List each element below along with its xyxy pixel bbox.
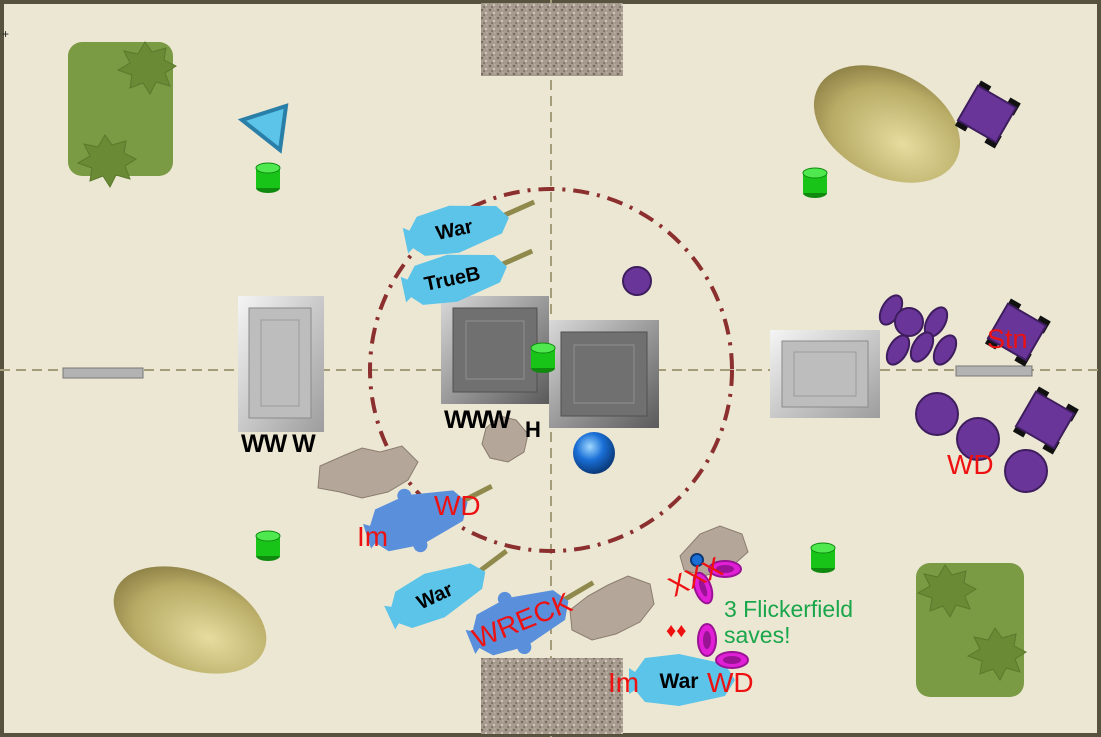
stn-marker: Stn	[987, 324, 1028, 354]
wound-marker-center: WWW	[444, 406, 511, 434]
wall-left	[62, 367, 144, 379]
building-right	[770, 330, 880, 418]
enemy-vehicle-3[interactable]	[1012, 386, 1079, 455]
annotation-line-2: saves!	[724, 622, 790, 648]
objective-marker-1	[255, 162, 281, 193]
tank-war-2[interactable]: War	[379, 538, 521, 638]
enemy-infantry-squad[interactable]	[622, 266, 1048, 493]
wrecked-tank-1[interactable]	[357, 463, 505, 567]
rubble-zone-top	[481, 3, 623, 76]
wd-marker-right: WD	[947, 449, 994, 480]
forest-top-left	[68, 41, 178, 189]
crosshair-mark: +	[2, 27, 9, 41]
tank-war-1[interactable]: War	[400, 188, 541, 263]
enemy-vehicle-2[interactable]	[984, 298, 1051, 367]
objective-marker-5	[810, 542, 836, 573]
building-center-left	[441, 296, 549, 404]
crater-3	[569, 575, 655, 641]
objective-marker-4	[255, 530, 281, 561]
hill-top-right	[813, 65, 961, 183]
orb-token-icon[interactable]	[573, 432, 615, 474]
tank-trueb[interactable]: TrueB	[398, 237, 539, 312]
objective-ring	[368, 187, 734, 553]
crater-2	[481, 415, 529, 463]
building-center-right	[549, 320, 659, 428]
tank-war-3[interactable]: War	[629, 654, 735, 706]
tank-label: War	[660, 670, 699, 693]
flickerfield-markers	[690, 553, 749, 669]
building-left	[238, 296, 324, 432]
enemy-vehicle-1[interactable]	[954, 80, 1021, 149]
blood-drops-icon: ♦♦	[666, 620, 686, 642]
im-marker-lower: Im	[608, 667, 639, 698]
crater-1	[317, 445, 419, 499]
hit-marker-center: H	[525, 417, 541, 442]
wd-marker-upper: WD	[434, 490, 481, 521]
annotation-line-1: 3 Flickerfield	[724, 596, 853, 622]
hill-bottom-left	[113, 566, 267, 674]
forest-bottom-right	[916, 563, 1028, 697]
wd-marker-lower: WD	[707, 667, 754, 698]
wound-marker-left: WW W	[241, 430, 316, 458]
wall-right	[955, 365, 1033, 377]
objective-marker-3	[530, 342, 556, 373]
flyer-triangle-icon[interactable]	[237, 103, 289, 154]
rubble-zone-bottom	[481, 658, 623, 734]
im-marker-upper: Im	[357, 521, 388, 552]
objective-marker-2	[802, 167, 828, 198]
